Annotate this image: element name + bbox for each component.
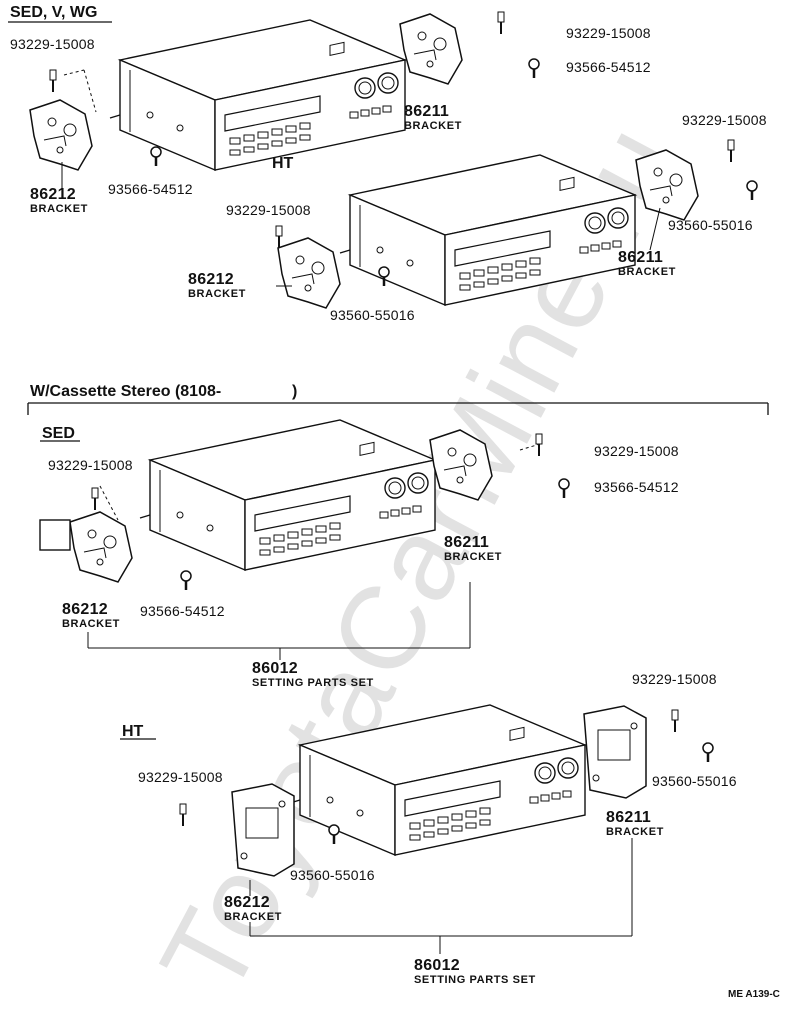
section-heading-cassette-ht: HT — [122, 723, 144, 740]
section-heading-cassette-close: ) — [292, 383, 298, 400]
part-number-screw: 93229-15008 — [566, 25, 651, 41]
part-number-bracket-lh: 86212 — [188, 271, 234, 288]
part-number-bracket-lh: 86212 — [62, 601, 108, 618]
part-number-screw: 93229-15008 — [48, 457, 133, 473]
part-number-screw: 93229-15008 — [138, 769, 223, 785]
part-number-screw: 93229-15008 — [594, 443, 679, 459]
bracket-caption: BRACKET — [606, 826, 664, 838]
figure-code: ME A139-C — [728, 989, 780, 1000]
part-number-setting-set: 86012 — [414, 957, 460, 974]
part-number-bracket-lh: 86212 — [224, 894, 270, 911]
section-heading-cassette: W/Cassette Stereo (8108- — [30, 383, 222, 400]
part-number-nut-a: 93566-54512 — [108, 181, 193, 197]
bracket-caption: BRACKET — [404, 120, 462, 132]
bracket-caption: BRACKET — [618, 266, 676, 278]
section-heading-ht: HT — [272, 155, 294, 172]
part-number-nut-b: 93560-55016 — [290, 867, 375, 883]
bracket-caption: BRACKET — [188, 288, 246, 300]
part-number-nut-a: 93566-54512 — [566, 59, 651, 75]
part-number-screw: 93229-15008 — [682, 112, 767, 128]
setting-set-caption: SETTING PARTS SET — [252, 677, 374, 689]
part-number-screw: 93229-15008 — [632, 671, 717, 687]
part-number-bracket-rh: 86211 — [606, 809, 652, 826]
bracket-caption: BRACKET — [224, 911, 282, 923]
part-number-screw: 93229-15008 — [226, 202, 311, 218]
bracket-caption: BRACKET — [62, 618, 120, 630]
part-number-nut-b: 93560-55016 — [652, 773, 737, 789]
part-number-screw: 93229-15008 — [10, 36, 95, 52]
part-number-bracket-rh: 86211 — [618, 249, 664, 266]
part-number-bracket-rh: 86211 — [404, 103, 450, 120]
part-number-nut-b: 93560-55016 — [668, 217, 753, 233]
bracket-caption: BRACKET — [444, 551, 502, 563]
setting-set-caption: SETTING PARTS SET — [414, 974, 536, 986]
part-number-nut-a: 93566-54512 — [594, 479, 679, 495]
part-number-bracket-rh: 86211 — [444, 534, 490, 551]
bracket-caption: BRACKET — [30, 203, 88, 215]
part-number-nut-a: 93566-54512 — [140, 603, 225, 619]
part-number-nut-b: 93560-55016 — [330, 307, 415, 323]
part-number-setting-set: 86012 — [252, 660, 298, 677]
section-heading-cassette-sed: SED — [42, 425, 75, 442]
section-heading-sed-v-wg: SED, V, WG — [10, 4, 98, 21]
part-number-bracket-lh: 86212 — [30, 186, 76, 203]
